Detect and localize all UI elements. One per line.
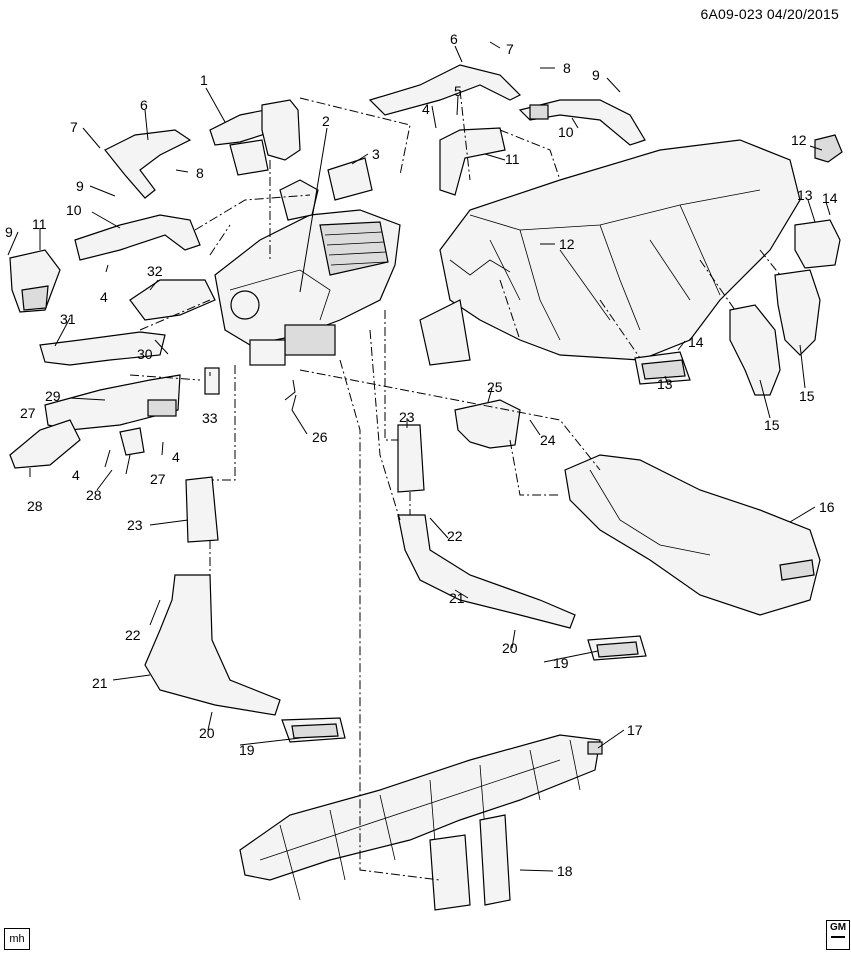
callout-2: 2	[322, 113, 330, 129]
callout-16: 16	[819, 499, 835, 515]
callout-23-b: 23	[399, 409, 415, 425]
callout-27-a: 27	[20, 405, 36, 421]
gm-logo-bar	[831, 936, 845, 938]
upper-ducts	[9, 64, 646, 469]
author-initials-box: mh	[4, 928, 30, 950]
callout-7-b: 7	[70, 119, 78, 135]
callout-9-b: 9	[76, 178, 84, 194]
callout-15-a: 15	[764, 417, 780, 433]
floor-ducts	[144, 351, 691, 743]
callout-labels: 1 2 3 4 4 4 4 5 6 6 7 7 8 8 9 9 9 10 10 …	[5, 31, 838, 879]
leader-lines	[7, 41, 831, 872]
callout-9-a: 9	[592, 67, 600, 83]
callout-28-b: 28	[86, 487, 102, 503]
callout-23-a: 23	[127, 517, 143, 533]
callout-21-a: 21	[449, 590, 465, 606]
callout-12-a: 12	[791, 132, 807, 148]
callout-5: 5	[454, 83, 462, 99]
callout-10-a: 10	[558, 124, 574, 140]
instrument-panel	[419, 139, 801, 366]
callout-31: 31	[60, 311, 76, 327]
callout-11-b: 11	[32, 216, 47, 232]
callout-7-a: 7	[506, 41, 514, 57]
callout-13-b: 13	[657, 376, 673, 392]
callout-6-b: 6	[140, 97, 148, 113]
callout-21-b: 21	[92, 675, 108, 691]
gm-logo: GM	[826, 920, 850, 950]
callout-26: 26	[312, 429, 328, 445]
callout-6-a: 6	[450, 31, 458, 47]
hvac-module	[214, 157, 401, 366]
callout-13-a: 13	[797, 187, 813, 203]
callout-10-b: 10	[66, 202, 82, 218]
callout-14-b: 14	[688, 334, 704, 350]
callout-1: 1	[200, 72, 208, 88]
drawing-id: 6A09-023 04/20/2015	[700, 6, 839, 22]
callout-4-c: 4	[172, 449, 180, 465]
callout-8-b: 8	[196, 165, 204, 181]
callout-8-a: 8	[563, 60, 571, 76]
callout-33: 33	[202, 410, 218, 426]
callout-20-b: 20	[199, 725, 215, 741]
callout-22-a: 22	[447, 528, 463, 544]
callout-25: 25	[487, 379, 503, 395]
callout-32: 32	[147, 263, 163, 279]
callout-14-a: 14	[822, 190, 838, 206]
callout-30: 30	[137, 346, 153, 362]
callout-15-b: 15	[799, 388, 815, 404]
callout-22-b: 22	[125, 627, 141, 643]
callout-17: 17	[627, 722, 643, 738]
callout-4-a: 4	[422, 101, 430, 117]
callout-4-b: 4	[100, 289, 108, 305]
callout-19-a: 19	[553, 655, 569, 671]
callout-20-a: 20	[502, 640, 518, 656]
gm-logo-text: GM	[829, 922, 847, 933]
cross-car-beam	[239, 734, 603, 911]
side-outlets	[729, 134, 843, 396]
callout-19-b: 19	[239, 742, 255, 758]
callout-29: 29	[45, 388, 61, 404]
callout-9-c: 9	[5, 224, 13, 240]
callout-28-a: 28	[27, 498, 43, 514]
callout-18: 18	[557, 863, 573, 879]
callout-3: 3	[372, 146, 380, 162]
reference-lines	[129, 89, 781, 881]
callout-11-a: 11	[505, 151, 520, 167]
floor-console	[564, 454, 821, 616]
callout-4-d: 4	[72, 467, 80, 483]
callout-12-b: 12	[559, 236, 575, 252]
callout-24: 24	[540, 432, 556, 448]
callout-27-b: 27	[150, 471, 166, 487]
